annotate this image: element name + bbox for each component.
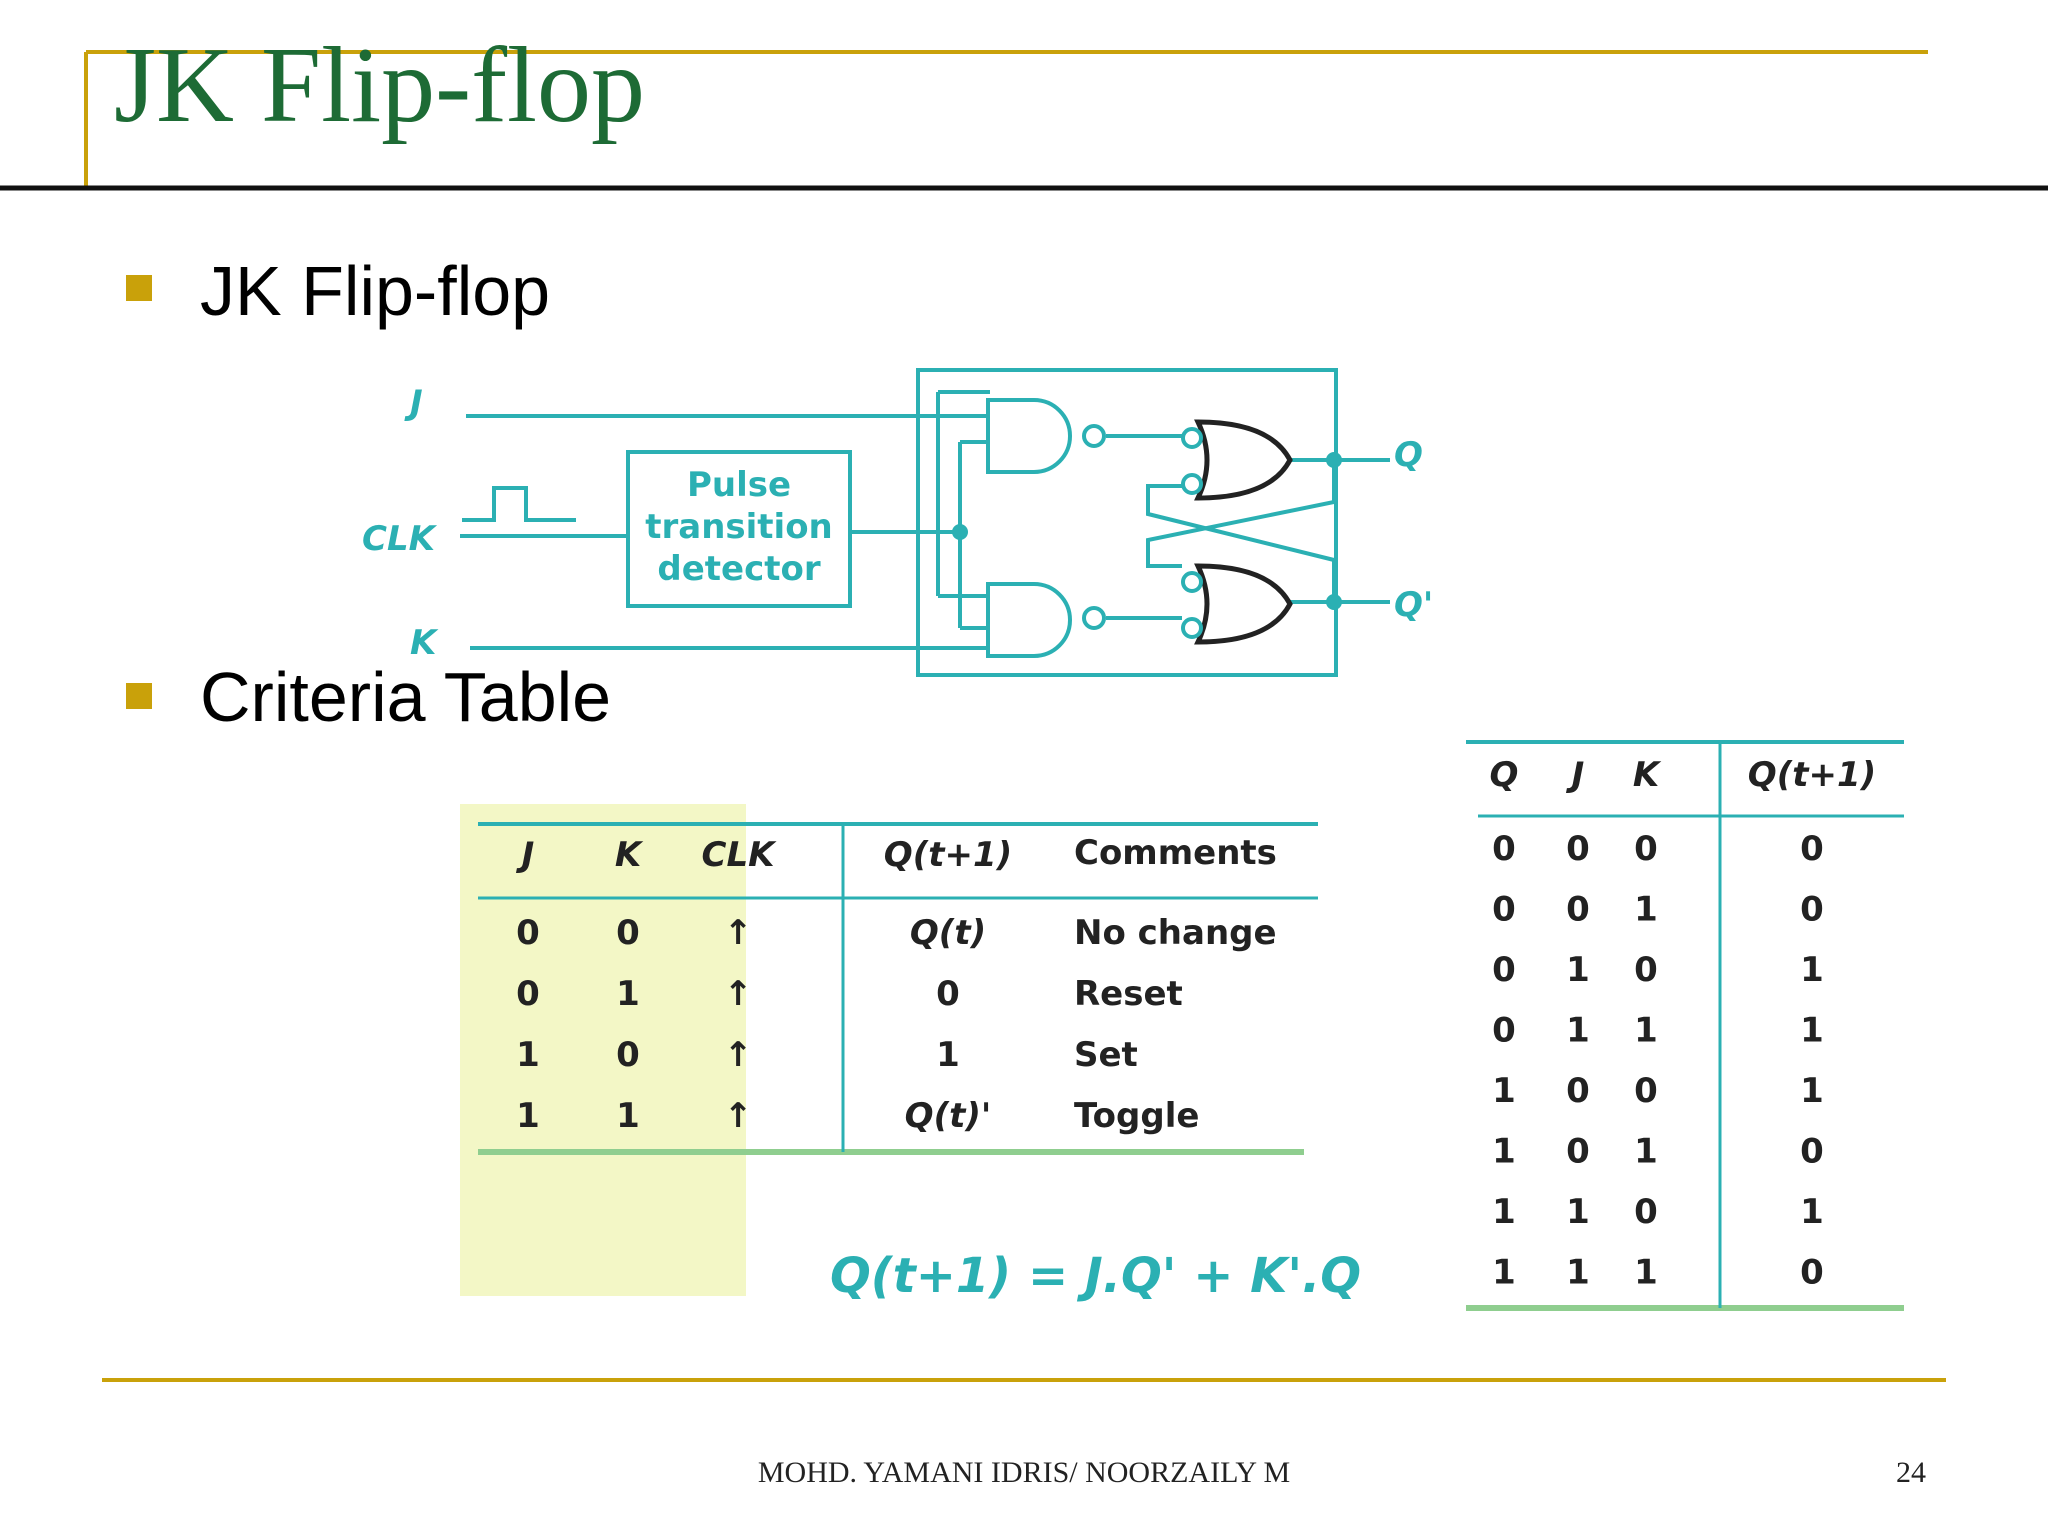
truth-cell-r2-c1: 1 xyxy=(1566,950,1590,990)
or-gate-bottom xyxy=(1194,563,1293,645)
truth-cell-r2-c0: 0 xyxy=(1492,950,1516,990)
truth-cell-r5-c3: 0 xyxy=(1800,1132,1824,1172)
truth-cell-r0-c0: 0 xyxy=(1492,829,1516,869)
truth-cell-r1-c0: 0 xyxy=(1492,890,1516,930)
truth-cell-r2-c2: 0 xyxy=(1634,950,1658,990)
truth-cell-r6-c3: 1 xyxy=(1800,1192,1824,1232)
truth-cell-r7-c3: 0 xyxy=(1800,1253,1824,1293)
truth-cell-r7-c0: 1 xyxy=(1492,1253,1516,1293)
or-gate-top xyxy=(1194,419,1293,501)
truth-cell-r5-c2: 1 xyxy=(1634,1132,1658,1172)
nand-gate-bottom xyxy=(986,582,1072,658)
char-cell-r2-c0: 1 xyxy=(516,1035,540,1075)
truth-cell-r5-c1: 0 xyxy=(1566,1132,1590,1172)
truth-cell-r3-c1: 1 xyxy=(1566,1011,1590,1051)
detector-label-line1: Pulse xyxy=(687,465,791,505)
char-cell-r3-c2: ↑ xyxy=(724,1096,753,1136)
char-header-comments: Comments xyxy=(1074,833,1277,873)
slide-title: JK Flip-flop xyxy=(114,26,646,145)
char-cell-r3-c0: 1 xyxy=(516,1096,540,1136)
char-header-clk: CLK xyxy=(702,835,778,875)
char-cell-r0-c1: 0 xyxy=(616,913,640,953)
char-cell-r3-c4: Toggle xyxy=(1074,1096,1199,1136)
truth-cell-r4-c3: 1 xyxy=(1800,1071,1824,1111)
char-cell-r1-c1: 1 xyxy=(616,974,640,1014)
truth-cell-r0-c2: 0 xyxy=(1634,829,1658,869)
char-cell-r0-c2: ↑ xyxy=(724,913,753,953)
label-q-bar: Q' xyxy=(1394,585,1433,625)
char-header-k: K xyxy=(615,835,644,875)
label-k: K xyxy=(410,623,439,663)
char-cell-r3-c3: Q(t)' xyxy=(905,1096,992,1136)
truth-cell-r5-c0: 1 xyxy=(1492,1132,1516,1172)
truth-cell-r4-c0: 1 xyxy=(1492,1071,1516,1111)
bullet-criteria-table: Criteria Table xyxy=(200,658,612,736)
truth-header-k: K xyxy=(1633,755,1662,795)
truth-cell-r1-c3: 0 xyxy=(1800,890,1824,930)
truth-cell-r1-c1: 0 xyxy=(1566,890,1590,930)
nand-gate-top xyxy=(986,398,1072,474)
truth-header-q: Q xyxy=(1490,755,1519,795)
bullet-marker xyxy=(126,683,152,709)
char-cell-r1-c4: Reset xyxy=(1074,974,1183,1014)
truth-cell-r2-c3: 1 xyxy=(1800,950,1824,990)
detector-label-line3: detector xyxy=(657,549,820,589)
highlight-band xyxy=(460,804,746,1296)
char-cell-r0-c4: No change xyxy=(1074,913,1277,953)
label-q: Q xyxy=(1394,435,1423,475)
char-cell-r2-c1: 0 xyxy=(616,1035,640,1075)
char-cell-r0-c3: Q(t) xyxy=(910,913,986,953)
char-cell-r1-c3: 0 xyxy=(936,974,960,1014)
char-cell-r3-c1: 1 xyxy=(616,1096,640,1136)
truth-cell-r4-c1: 0 xyxy=(1566,1071,1590,1111)
truth-cell-r7-c2: 1 xyxy=(1634,1253,1658,1293)
page-number: 24 xyxy=(1896,1456,1926,1489)
truth-cell-r7-c1: 1 xyxy=(1566,1253,1590,1293)
detector-label-line2: transition xyxy=(645,507,833,547)
truth-cell-r0-c1: 0 xyxy=(1566,829,1590,869)
bullet-jk-flipflop: JK Flip-flop xyxy=(200,252,551,330)
label-clk: CLK xyxy=(362,519,438,559)
footer-authors: MOHD. YAMANI IDRIS/ NOORZAILY M xyxy=(757,1456,1291,1489)
truth-cell-r6-c0: 1 xyxy=(1492,1192,1516,1232)
char-cell-r1-c0: 0 xyxy=(516,974,540,1014)
char-cell-r2-c2: ↑ xyxy=(724,1035,753,1075)
truth-cell-r3-c3: 1 xyxy=(1800,1011,1824,1051)
char-cell-r2-c4: Set xyxy=(1074,1035,1138,1075)
truth-cell-r1-c2: 1 xyxy=(1634,890,1658,930)
jk-equation: Q(t+1) = J.Q' + K'.Q xyxy=(830,1248,1361,1304)
bullet-marker xyxy=(126,275,152,301)
truth-header-qt1: Q(t+1) xyxy=(1748,755,1876,795)
truth-cell-r3-c2: 1 xyxy=(1634,1011,1658,1051)
truth-header-j: J xyxy=(1566,755,1585,795)
truth-cell-r6-c1: 1 xyxy=(1566,1192,1590,1232)
char-cell-r2-c3: 1 xyxy=(936,1035,960,1075)
truth-cell-r3-c0: 0 xyxy=(1492,1011,1516,1051)
char-header-qt1: Q(t+1) xyxy=(884,835,1012,875)
char-cell-r0-c0: 0 xyxy=(516,913,540,953)
truth-cell-r0-c3: 0 xyxy=(1800,829,1824,869)
truth-cell-r6-c2: 0 xyxy=(1634,1192,1658,1232)
char-cell-r1-c2: ↑ xyxy=(724,974,753,1014)
truth-cell-r4-c2: 0 xyxy=(1634,1071,1658,1111)
